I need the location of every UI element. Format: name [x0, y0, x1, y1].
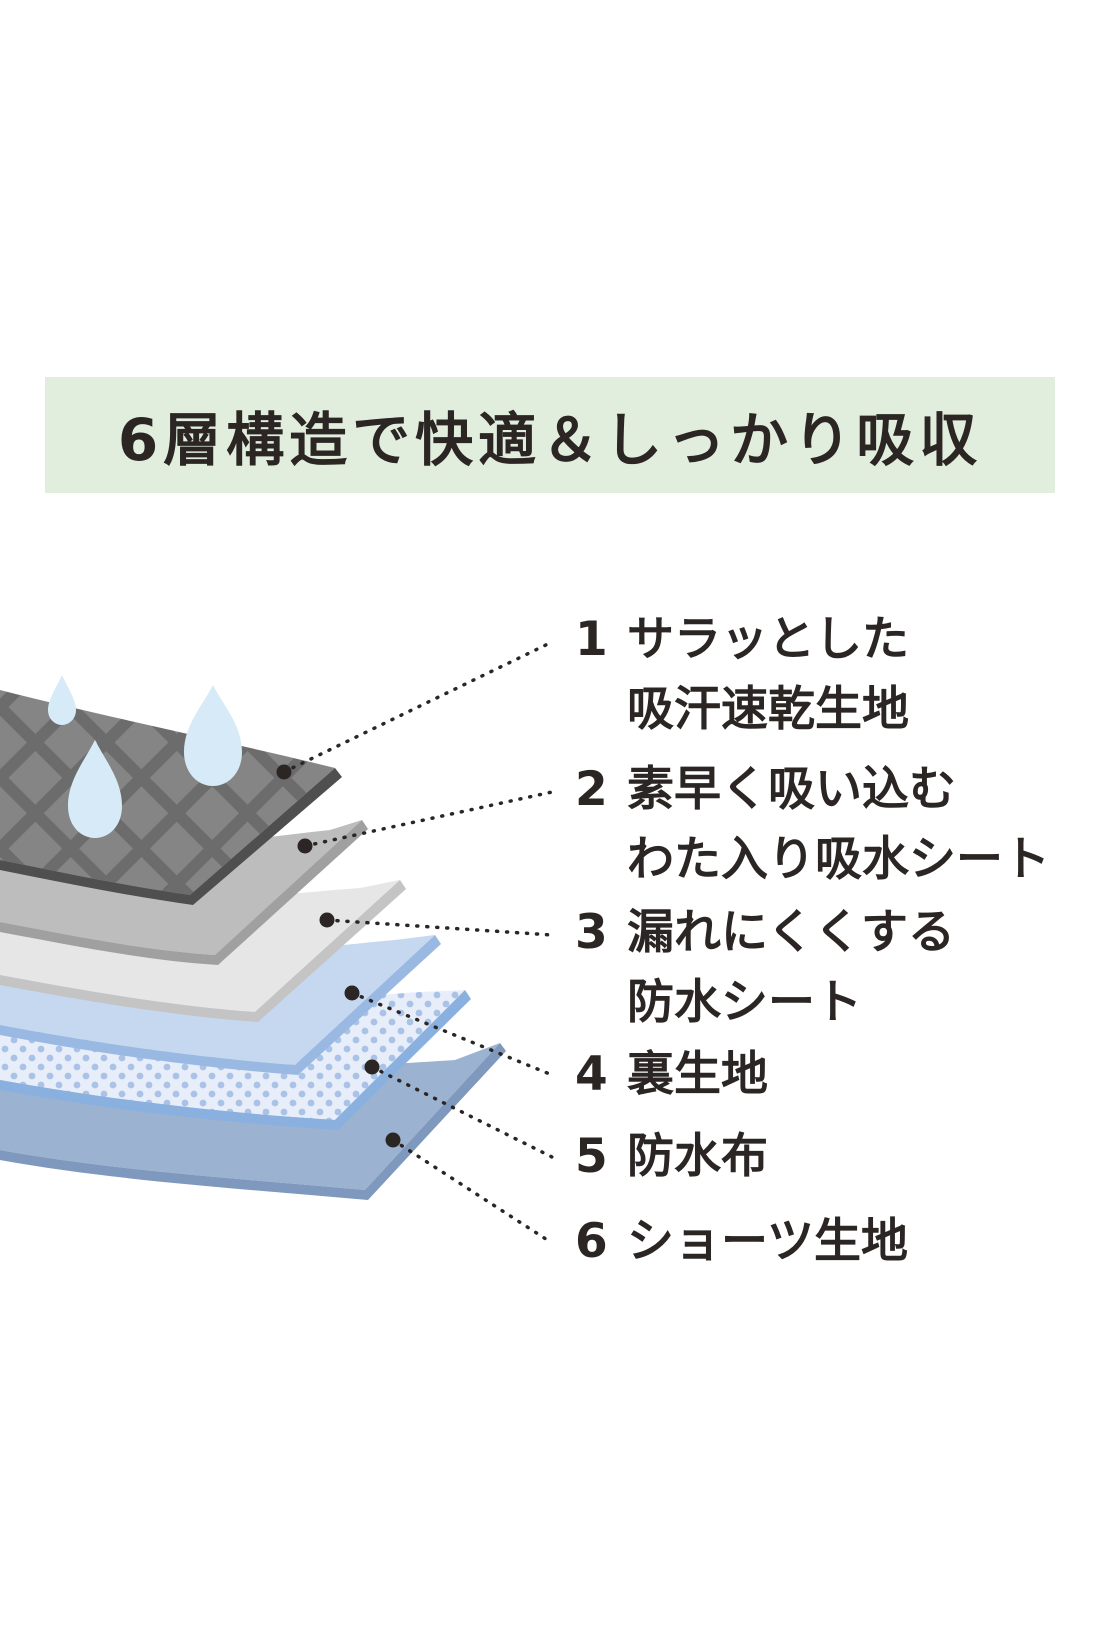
leader-line-5: [364, 1059, 554, 1159]
layer-label-5: 5 防水布: [575, 1122, 768, 1192]
leader-line-6: [385, 1132, 554, 1245]
layer-number: 4: [575, 1047, 608, 1102]
leader-line-3: [319, 912, 554, 937]
layer-label-1: 1 サラッとした 吸汗速乾生地: [575, 605, 909, 745]
layer-number: 3: [575, 905, 608, 960]
layer-label-6: 6 ショーツ生地: [575, 1207, 908, 1277]
title-banner: 6層構造で快適＆しっかり吸収: [45, 377, 1055, 493]
layer-label-4: 4 裏生地: [575, 1040, 768, 1110]
leader-line-1: [276, 640, 554, 780]
layer-label-2: 2 素早く吸い込む わた入り吸水シート: [575, 755, 1050, 895]
layer-label-line1: 漏れにくくする: [627, 905, 956, 960]
layer-label-line2: 防水シート: [627, 975, 862, 1030]
layer-label-line1: 素早く吸い込む: [627, 762, 956, 817]
layer-label-line1: 裏生地: [627, 1047, 768, 1102]
leader-line-4: [344, 985, 554, 1077]
water-drop-icon: [68, 740, 122, 838]
layer-label-line2: わた入り吸水シート: [627, 832, 1050, 887]
layer-number: 1: [575, 612, 608, 667]
layer-number: 5: [575, 1129, 608, 1184]
layer-label-line1: ショーツ生地: [627, 1214, 909, 1269]
water-drop-icon: [184, 685, 242, 786]
layer-label-3: 3 漏れにくくする 防水シート: [575, 898, 955, 1038]
water-drop-icon: [48, 675, 76, 725]
layer-label-line2: 吸汗速乾生地: [627, 682, 909, 737]
leader-line-2: [297, 790, 554, 854]
layer-label-line1: 防水布: [627, 1129, 768, 1184]
layer-label-line1: サラッとした: [627, 612, 909, 667]
layer-number: 2: [575, 762, 608, 817]
layer-number: 6: [575, 1214, 608, 1269]
page-title: 6層構造で快適＆しっかり吸収: [117, 406, 983, 474]
layer-1: [0, 690, 342, 905]
